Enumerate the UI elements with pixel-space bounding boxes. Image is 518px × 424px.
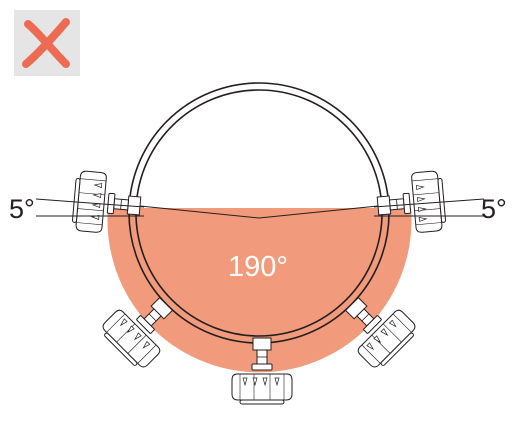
cross-icon [22,18,70,68]
left-tilt-line [139,205,260,219]
right-tilt-line [258,205,379,219]
left-ref-line-upper [35,198,145,208]
right-tilt-label: 5° [481,194,507,224]
sector-angle-label: 190° [228,251,288,283]
right-ref-line-upper [373,198,485,208]
sector-fill [107,208,412,373]
left-tilt-label: 5° [9,194,35,224]
status-badge [14,10,80,76]
